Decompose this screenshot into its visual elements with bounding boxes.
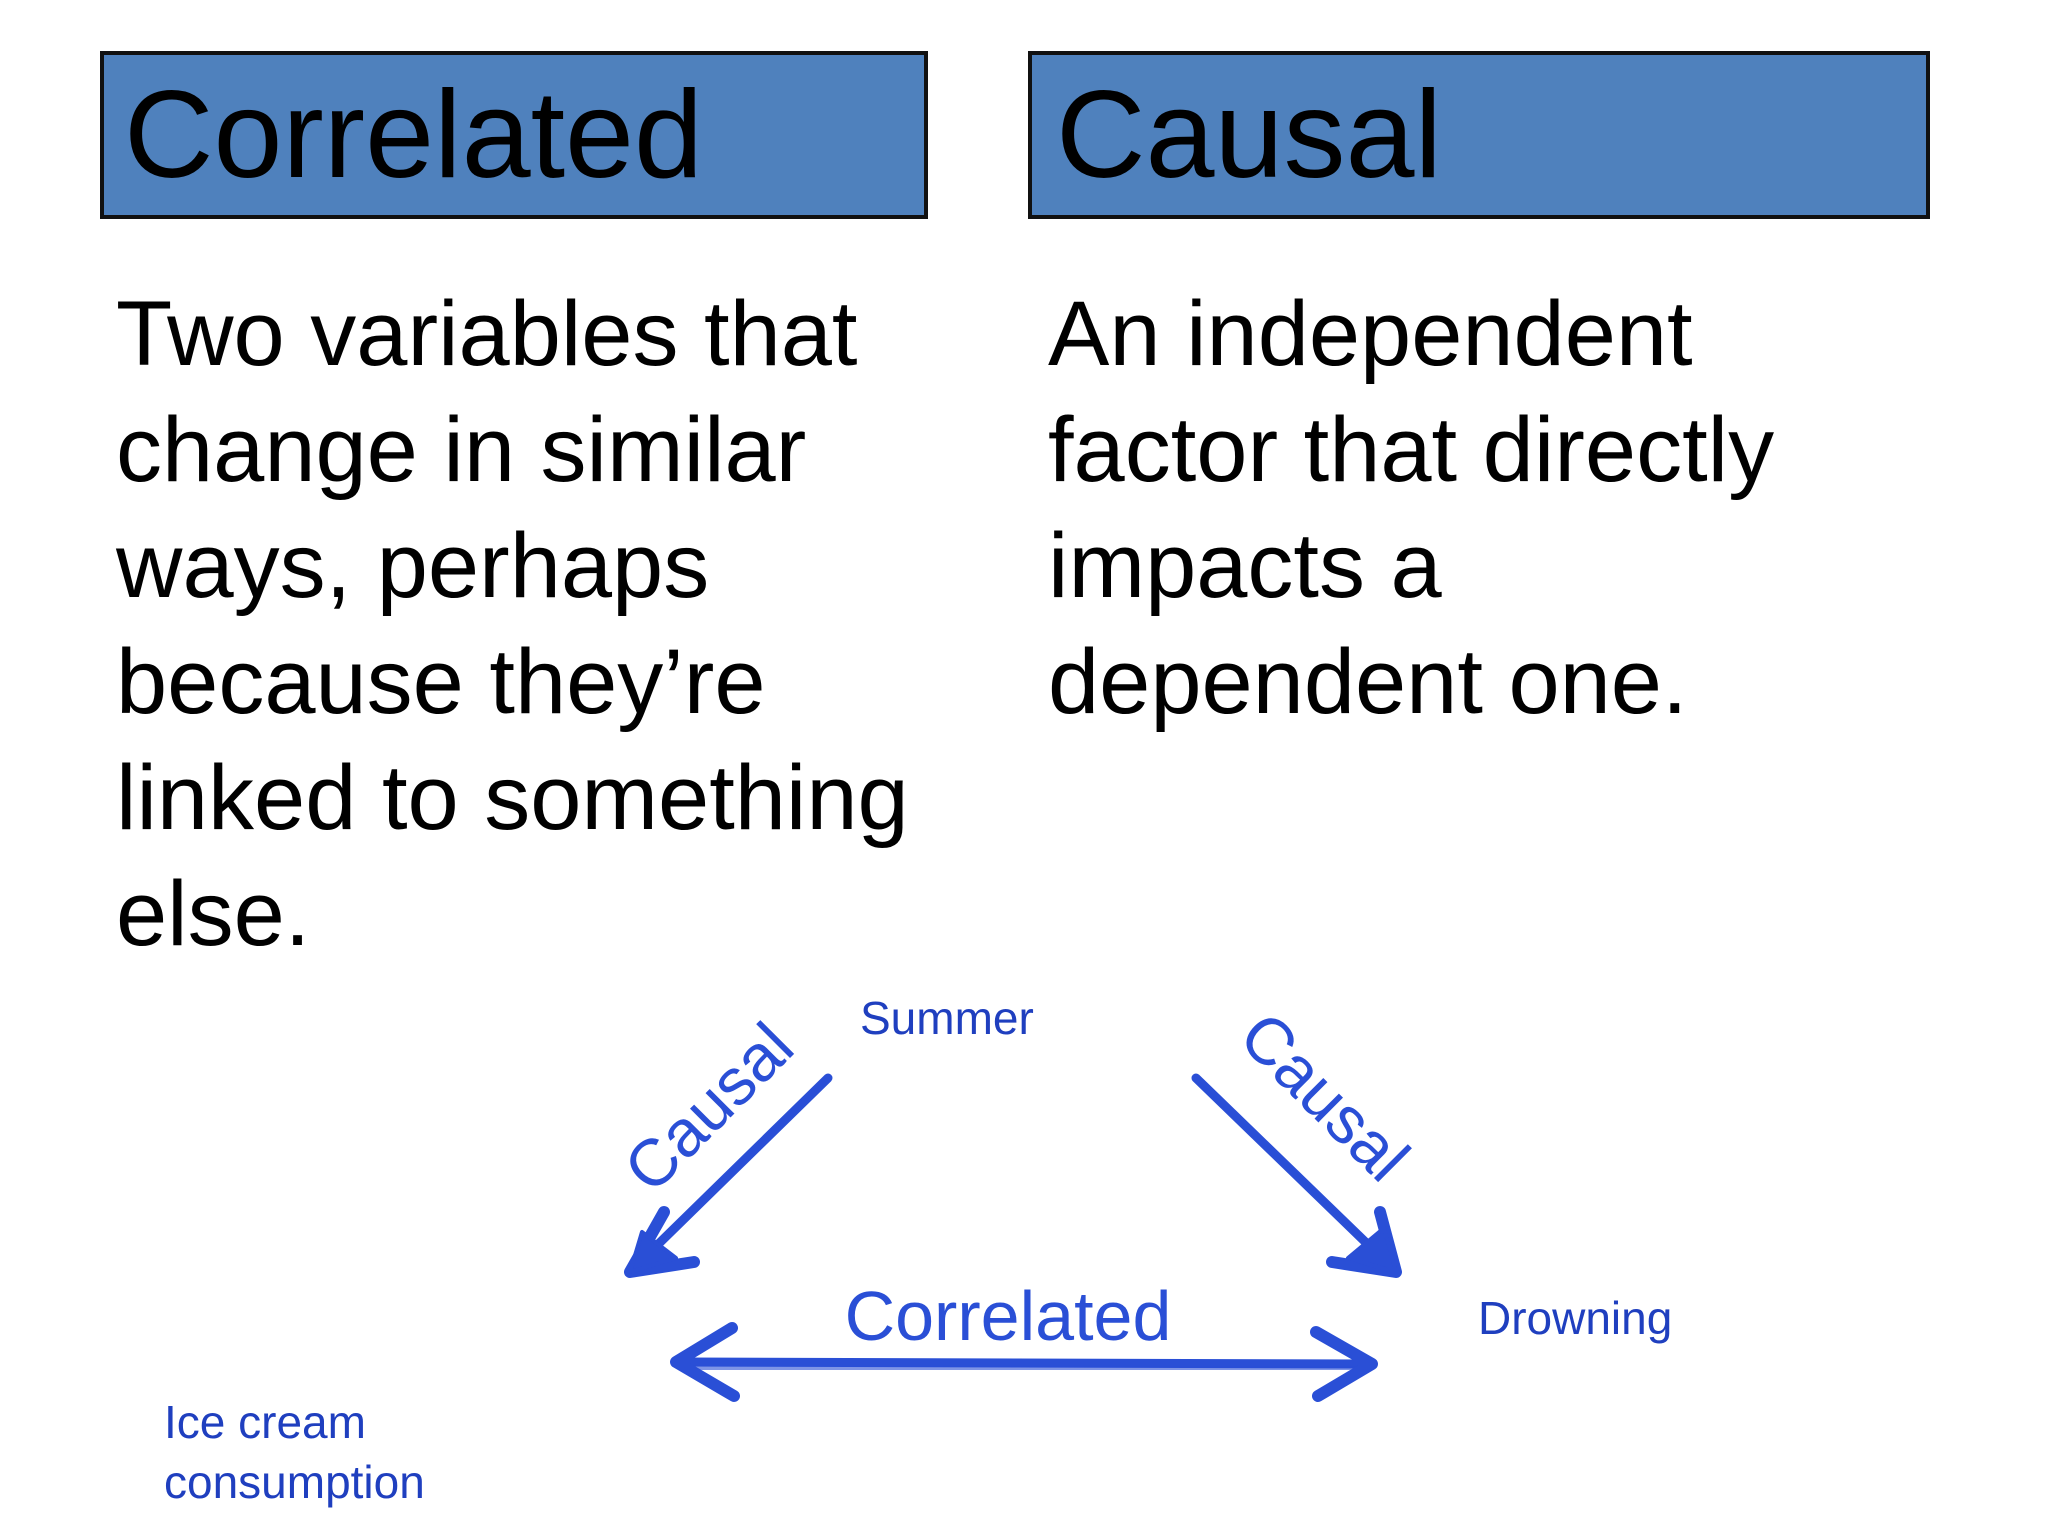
definition-line: linked to something [116,747,909,849]
ice-cream-label: Ice cream consumption [164,1392,524,1512]
causal-header-text: Causal [1056,66,1442,204]
causal-label-left: Causal [610,1008,808,1206]
causal-arrow-left [624,1073,833,1278]
definition-line: ways, perhaps [116,515,710,617]
definition-line: else. [116,863,311,965]
ice-cream-label-line: consumption [164,1456,425,1508]
definition-line: change in similar [116,399,807,501]
definition-line: factor that directly [1048,399,1775,501]
correlated-header-text: Correlated [124,66,703,204]
correlated-header: Correlated [100,51,928,219]
ice-cream-label-line: Ice cream [164,1396,366,1448]
correlated-definition: Two variables that change in similar way… [116,276,996,972]
causal-label-right: Causal [1226,998,1424,1196]
definition-line: because they’re [116,631,766,733]
causal-header: Causal [1028,51,1930,219]
causal-arrow-right [1191,1073,1402,1278]
definition-line: dependent one. [1048,631,1688,733]
correlated-label: Correlated [845,1277,1172,1355]
correlated-arrow [670,1322,1378,1402]
definition-line: Two variables that [116,283,858,385]
causal-definition: An independent factor that directly impa… [1048,276,1908,740]
summer-label: Summer [860,992,1034,1044]
drowning-label: Drowning [1478,1292,1673,1344]
definition-line: impacts a [1048,515,1442,617]
definition-line: An independent [1048,283,1693,385]
